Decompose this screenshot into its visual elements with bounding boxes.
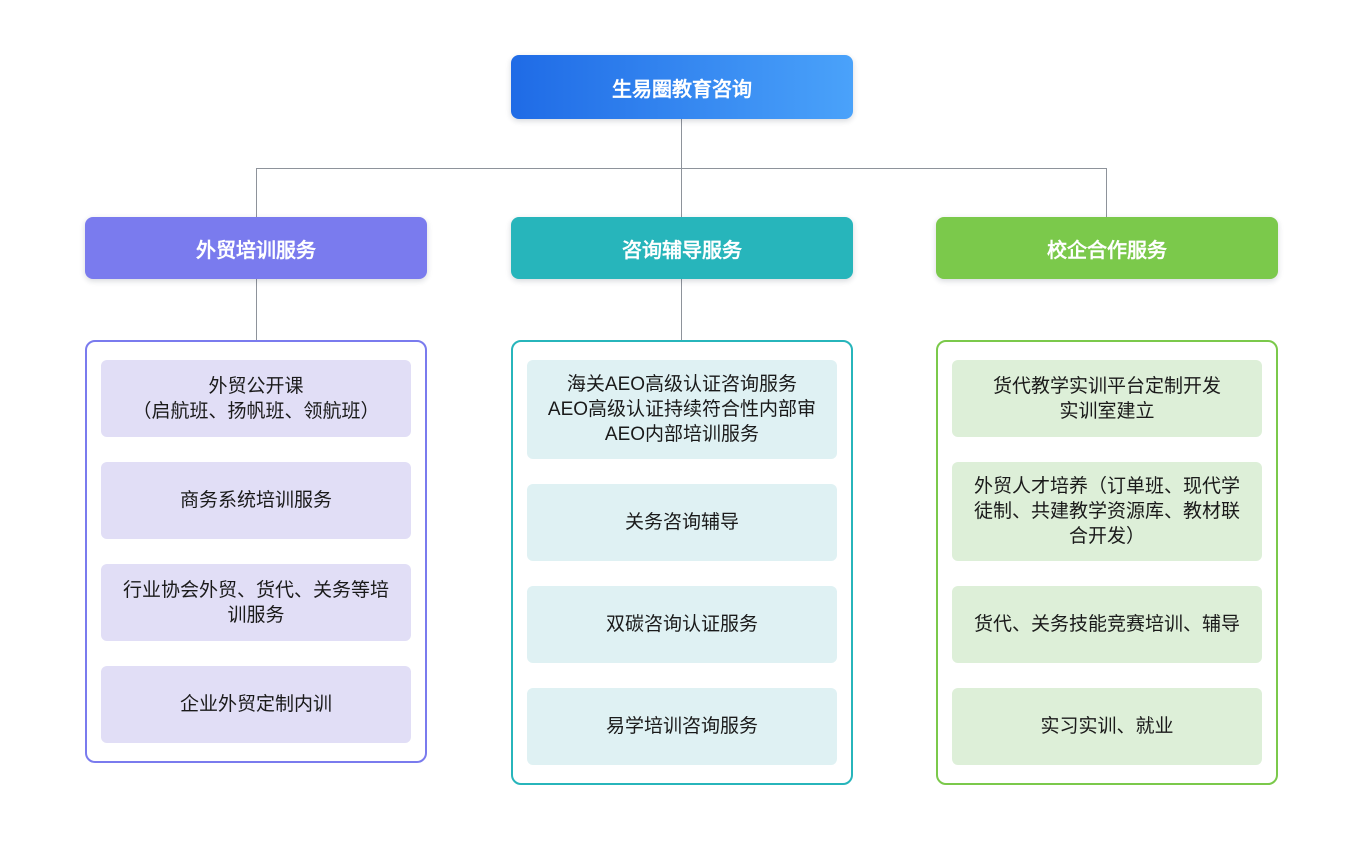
service-item: 商务系统培训服务 <box>101 462 411 539</box>
connector-stem-left <box>256 279 257 340</box>
service-group-foreign-trade-training: 外贸公开课 （启航班、扬帆班、领航班） 商务系统培训服务 行业协会外贸、货代、关… <box>85 340 427 763</box>
service-item: 外贸公开课 （启航班、扬帆班、领航班） <box>101 360 411 437</box>
root-node-label: 生易圈教育咨询 <box>612 78 752 101</box>
connector-drop-left <box>256 168 257 217</box>
connector-drop-middle <box>681 168 682 217</box>
root-node: 生易圈教育咨询 <box>511 55 853 119</box>
service-item: 易学培训咨询服务 <box>527 688 837 765</box>
branch-header-label: 咨询辅导服务 <box>622 239 742 262</box>
service-item: 实习实训、就业 <box>952 688 1262 765</box>
branch-header-label: 校企合作服务 <box>1047 239 1167 262</box>
service-item: 货代教学实训平台定制开发 实训室建立 <box>952 360 1262 437</box>
service-item: 行业协会外贸、货代、关务等培训服务 <box>101 564 411 641</box>
service-item: 关务咨询辅导 <box>527 484 837 561</box>
service-item: 双碳咨询认证服务 <box>527 586 837 663</box>
service-group-school-enterprise-cooperation: 货代教学实训平台定制开发 实训室建立 外贸人才培养（订单班、现代学徒制、共建教学… <box>936 340 1278 785</box>
connector-drop-right <box>1106 168 1107 217</box>
service-group-consulting-coaching: 海关AEO高级认证咨询服务 AEO高级认证持续符合性内部审 AEO内部培训服务 … <box>511 340 853 785</box>
branch-header-consulting-coaching: 咨询辅导服务 <box>511 217 853 279</box>
service-item: 外贸人才培养（订单班、现代学徒制、共建教学资源库、教材联合开发） <box>952 462 1262 561</box>
branch-header-foreign-trade-training: 外贸培训服务 <box>85 217 427 279</box>
branch-header-school-enterprise-cooperation: 校企合作服务 <box>936 217 1278 279</box>
branch-header-label: 外贸培训服务 <box>196 239 316 262</box>
connector-stem-middle <box>681 279 682 340</box>
service-item: 企业外贸定制内训 <box>101 666 411 743</box>
service-item: 海关AEO高级认证咨询服务 AEO高级认证持续符合性内部审 AEO内部培训服务 <box>527 360 837 459</box>
connector-root-down <box>681 119 682 168</box>
service-item: 货代、关务技能竞赛培训、辅导 <box>952 586 1262 663</box>
